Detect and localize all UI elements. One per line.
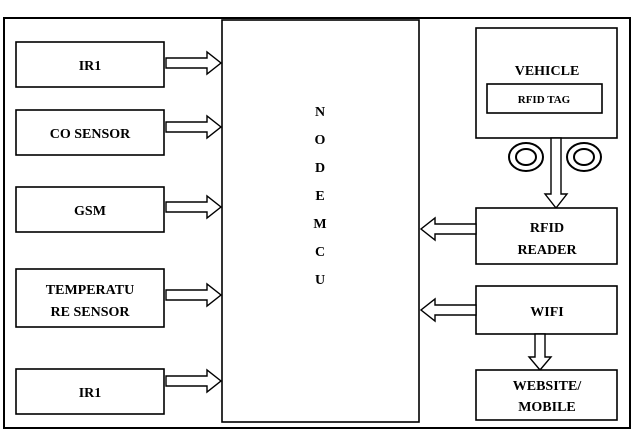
ir1-top-block: IR1 (15, 41, 165, 88)
gsm-label: GSM (74, 204, 106, 219)
outer-frame (3, 17, 631, 429)
nodemcu-letter-o: O (315, 133, 326, 148)
rfid-tag-label: RFID TAG (518, 94, 571, 106)
wifi-label: WIFI (530, 305, 563, 320)
vehicle-block: VEHICLE RFID TAG (475, 27, 618, 139)
rfid-reader-label-line2: READER (517, 243, 577, 258)
arrow-wifi-to-website (527, 333, 553, 372)
arrow-wifi-to-nodemcu (419, 297, 477, 323)
nodemcu-letter-c: C (315, 245, 325, 260)
co-sensor-label: CO SENSOR (50, 127, 131, 142)
rfid-reader-label-line1: RFID (530, 221, 564, 236)
website-mobile-block: WEBSITE/ MOBILE (475, 369, 618, 421)
vehicle-label: VEHICLE (515, 64, 580, 79)
ir1-bottom-label: IR1 (79, 386, 102, 401)
wheel-right-icon (566, 142, 602, 172)
arrow-vehicle-to-rfid-reader (543, 137, 569, 210)
rfid-reader-block: RFID READER (475, 207, 618, 265)
arrow-rfid-reader-to-nodemcu (419, 216, 477, 242)
nodemcu-letter-m: M (313, 217, 326, 232)
website-label-line2: MOBILE (518, 400, 576, 415)
gsm-block: GSM (15, 186, 165, 233)
wheel-left-icon (508, 142, 544, 172)
arrow-co-sensor-to-nodemcu (165, 114, 223, 140)
nodemcu-letter-d: D (315, 161, 325, 176)
ir1-bottom-block: IR1 (15, 368, 165, 415)
temperature-sensor-block: TEMPERATU RE SENSOR (15, 268, 165, 328)
temperature-sensor-label-line1: TEMPERATU (46, 283, 134, 298)
arrow-ir1-top-to-nodemcu (165, 50, 223, 76)
temperature-sensor-label-line2: RE SENSOR (51, 305, 131, 320)
nodemcu-letter-u: U (315, 273, 325, 288)
arrow-ir1-bottom-to-nodemcu (165, 368, 223, 394)
nodemcu-letter-n: N (315, 105, 325, 120)
website-label-line1: WEBSITE/ (513, 379, 583, 394)
wifi-block: WIFI (475, 285, 618, 335)
co-sensor-block: CO SENSOR (15, 109, 165, 156)
ir1-top-label: IR1 (79, 59, 102, 74)
arrow-gsm-to-nodemcu (165, 194, 223, 220)
nodemcu-block: N O D E M C U (221, 19, 420, 423)
nodemcu-letter-e: E (315, 189, 324, 204)
arrow-temperature-to-nodemcu (165, 282, 223, 308)
